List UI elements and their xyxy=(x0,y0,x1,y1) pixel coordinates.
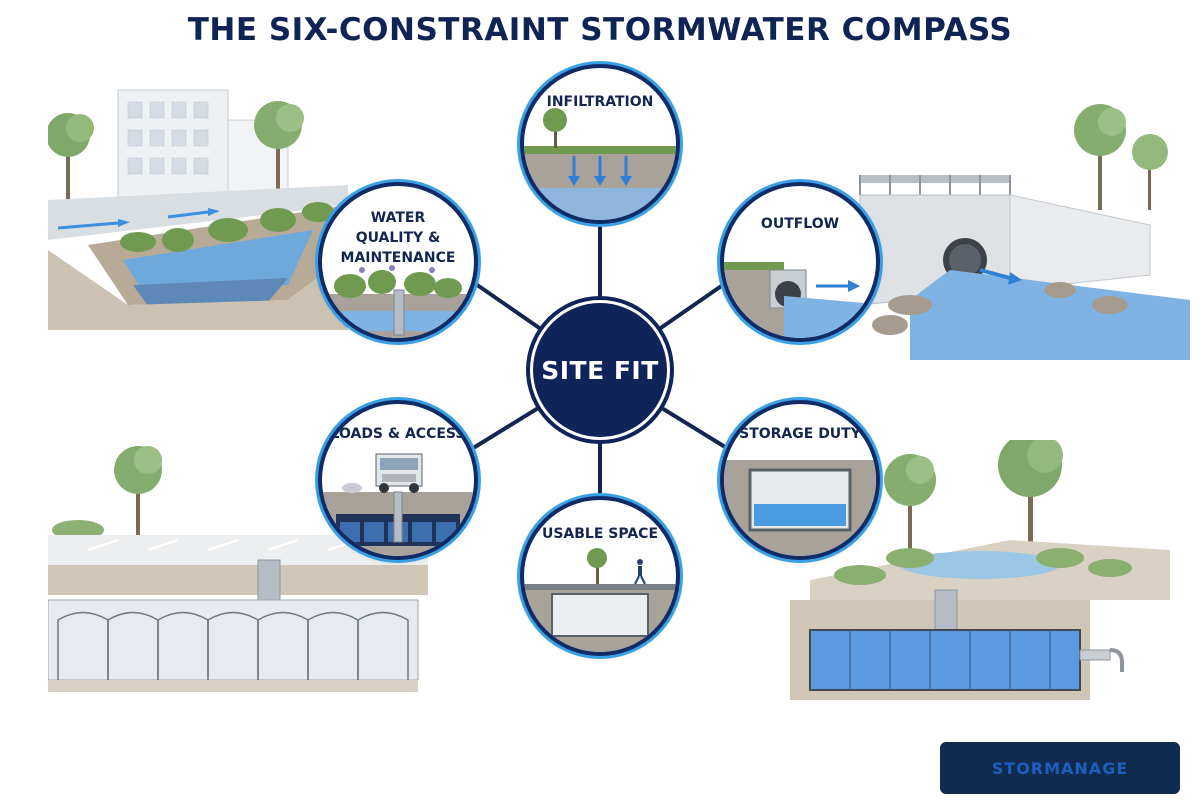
loads-access-label: LOADS & ACCESS xyxy=(330,426,466,442)
usable-space-node: USABLE SPACE xyxy=(520,496,680,656)
hub-label: SITE FIT xyxy=(541,355,659,385)
outfall-scene xyxy=(850,100,1190,360)
storage-vault-scene xyxy=(790,440,1190,710)
brand-logo-text: STORMANAGE xyxy=(991,758,1129,778)
page-title: THE SIX-CONSTRAINT STORMWATER COMPASS xyxy=(187,12,1013,48)
tree-icon xyxy=(48,113,94,200)
right-arrow-icon xyxy=(816,280,860,292)
usable-space-label: USABLE SPACE xyxy=(541,526,659,542)
site-fit-hub: SITE FIT xyxy=(530,300,670,440)
tree-icon xyxy=(587,548,607,584)
infiltration-label: INFILTRATION xyxy=(546,94,654,110)
loads-access-node: LOADS & ACCESS xyxy=(318,400,478,560)
pipe-icon xyxy=(1079,648,1124,672)
walking-person-icon xyxy=(634,559,646,585)
right-arrow-icon xyxy=(1008,272,1022,285)
truck-icon xyxy=(375,453,423,493)
tree-icon xyxy=(543,108,567,148)
storage-duty-label: STORAGE DUTY xyxy=(739,426,861,442)
water-quality-node: WATER QUALITY & MAINTENANCE xyxy=(318,182,478,342)
infiltration-node: INFILTRATION xyxy=(520,64,680,224)
bioswale-scene xyxy=(48,80,348,330)
outflow-label: OUTFLOW xyxy=(760,216,840,232)
down-arrow-icon xyxy=(568,156,632,186)
outflow-node: OUTFLOW xyxy=(720,182,880,342)
storage-duty-node: STORAGE DUTY xyxy=(720,400,880,560)
brand-logo: STORMANAGE xyxy=(940,742,1180,794)
water-quality-label: WATER QUALITY & MAINTENANCE xyxy=(340,210,456,266)
